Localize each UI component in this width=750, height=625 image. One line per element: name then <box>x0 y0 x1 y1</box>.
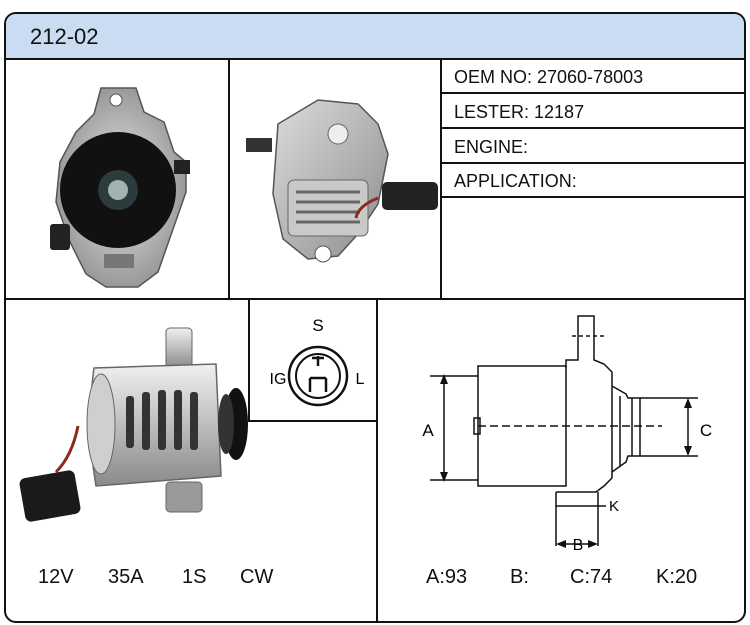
dimension-c-label: C <box>700 421 712 440</box>
spec-row-line-2 <box>440 127 744 129</box>
divider-top-photos-mid <box>228 58 230 300</box>
divider-middle-horizontal <box>6 298 744 300</box>
lester-number: LESTER: 12187 <box>454 102 585 122</box>
terminal-s-label: S <box>312 316 323 335</box>
spec-row-line-3 <box>440 162 744 164</box>
part-code: 212-02 <box>30 24 99 49</box>
terminal-l-label: L <box>356 371 365 388</box>
oem-number: OEM NO: 27060-78003 <box>454 67 644 87</box>
divider-bottom-vertical <box>376 298 378 621</box>
dimension-k-value: K:20 <box>656 566 698 588</box>
connector-diagram: S IG L <box>270 316 365 407</box>
dimension-b-label: B <box>573 537 584 554</box>
alternator-front-photo <box>50 87 190 288</box>
engine-label: ENGINE: <box>454 137 529 157</box>
product-card: 212-02 OEM NO: 27060-78003 LESTER: 12187… <box>4 12 746 623</box>
alternator-side-photo <box>19 327 248 522</box>
alternator-rear-photo <box>246 99 438 263</box>
spec-row-line-4 <box>440 196 744 198</box>
divider-top-photos-right <box>440 58 442 300</box>
dimension-diagram: A C B K <box>422 315 712 554</box>
dimension-k-label: K <box>609 498 619 515</box>
connector-box-bottom <box>248 420 378 422</box>
rotation-value: CW <box>240 566 274 588</box>
dimension-a-value: A:93 <box>426 566 468 588</box>
application-label: APPLICATION: <box>454 171 577 191</box>
header-bar: 212-02 <box>6 14 744 60</box>
groove-value: 1S <box>182 566 207 588</box>
spec-row-line-1 <box>440 92 744 94</box>
connector-box-left <box>248 298 250 422</box>
terminal-ig-label: IG <box>270 371 287 388</box>
dimension-a-label: A <box>422 421 434 440</box>
dimension-b-value: B: <box>510 566 529 588</box>
amperage-value: 35A <box>108 566 144 588</box>
voltage-value: 12V <box>38 566 74 588</box>
dimension-c-value: C:74 <box>570 566 613 588</box>
